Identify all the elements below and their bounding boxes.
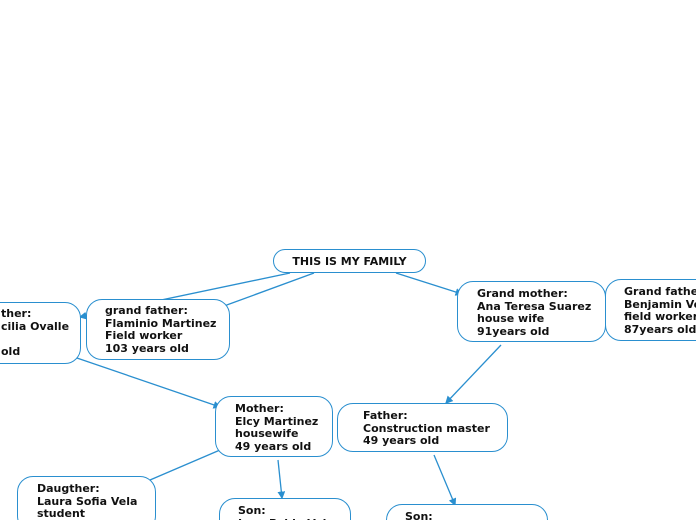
link-grandmother-right-father <box>445 344 502 404</box>
grandmother-left-node[interactable]: ther: cilia Ovalle old <box>0 302 81 364</box>
link-root-grandfather-left <box>223 272 315 307</box>
grandfather-left-label: grand father: Flaminio Martinez Field wo… <box>105 304 217 355</box>
link-mother-daughter <box>149 449 221 481</box>
link-root-grandmother-right <box>395 272 464 296</box>
mother-node[interactable]: Mother: Elcy Martinez housewife 49 years… <box>215 396 333 457</box>
mother-label: Mother: Elcy Martinez housewife 49 years… <box>235 402 319 453</box>
grandfather-right-label: Grand father Benjamin Ve field worker 87… <box>624 285 696 336</box>
son-right-label: Son: <box>405 510 433 520</box>
son-left-label: Son: Juan Pablo Vel <box>238 504 326 520</box>
grandfather-right-node[interactable]: Grand father Benjamin Ve field worker 87… <box>605 279 696 341</box>
root-node[interactable]: THIS IS MY FAMILY <box>273 249 426 273</box>
son-right-node[interactable]: Son: <box>386 504 548 520</box>
link-father-son <box>433 454 457 507</box>
root-label: THIS IS MY FAMILY <box>292 255 407 268</box>
grandmother-right-label: Grand mother: Ana Teresa Suarez house wi… <box>477 287 592 338</box>
link-mother-son <box>277 459 286 500</box>
grandmother-left-label: ther: cilia Ovalle old <box>1 307 70 358</box>
daughter-label: Daugther: Laura Sofia Vela student <box>37 482 138 520</box>
father-node[interactable]: Father: Construction master 49 years old <box>337 403 508 452</box>
grandmother-right-node[interactable]: Grand mother: Ana Teresa Suarez house wi… <box>457 281 606 342</box>
link-grandmother-mother <box>73 356 222 409</box>
grandfather-left-node[interactable]: grand father: Flaminio Martinez Field wo… <box>86 299 230 360</box>
father-label: Father: Construction master 49 years old <box>363 409 490 447</box>
son-left-node[interactable]: Son: Juan Pablo Vel <box>219 498 351 520</box>
daughter-node[interactable]: Daugther: Laura Sofia Vela student <box>17 476 156 520</box>
